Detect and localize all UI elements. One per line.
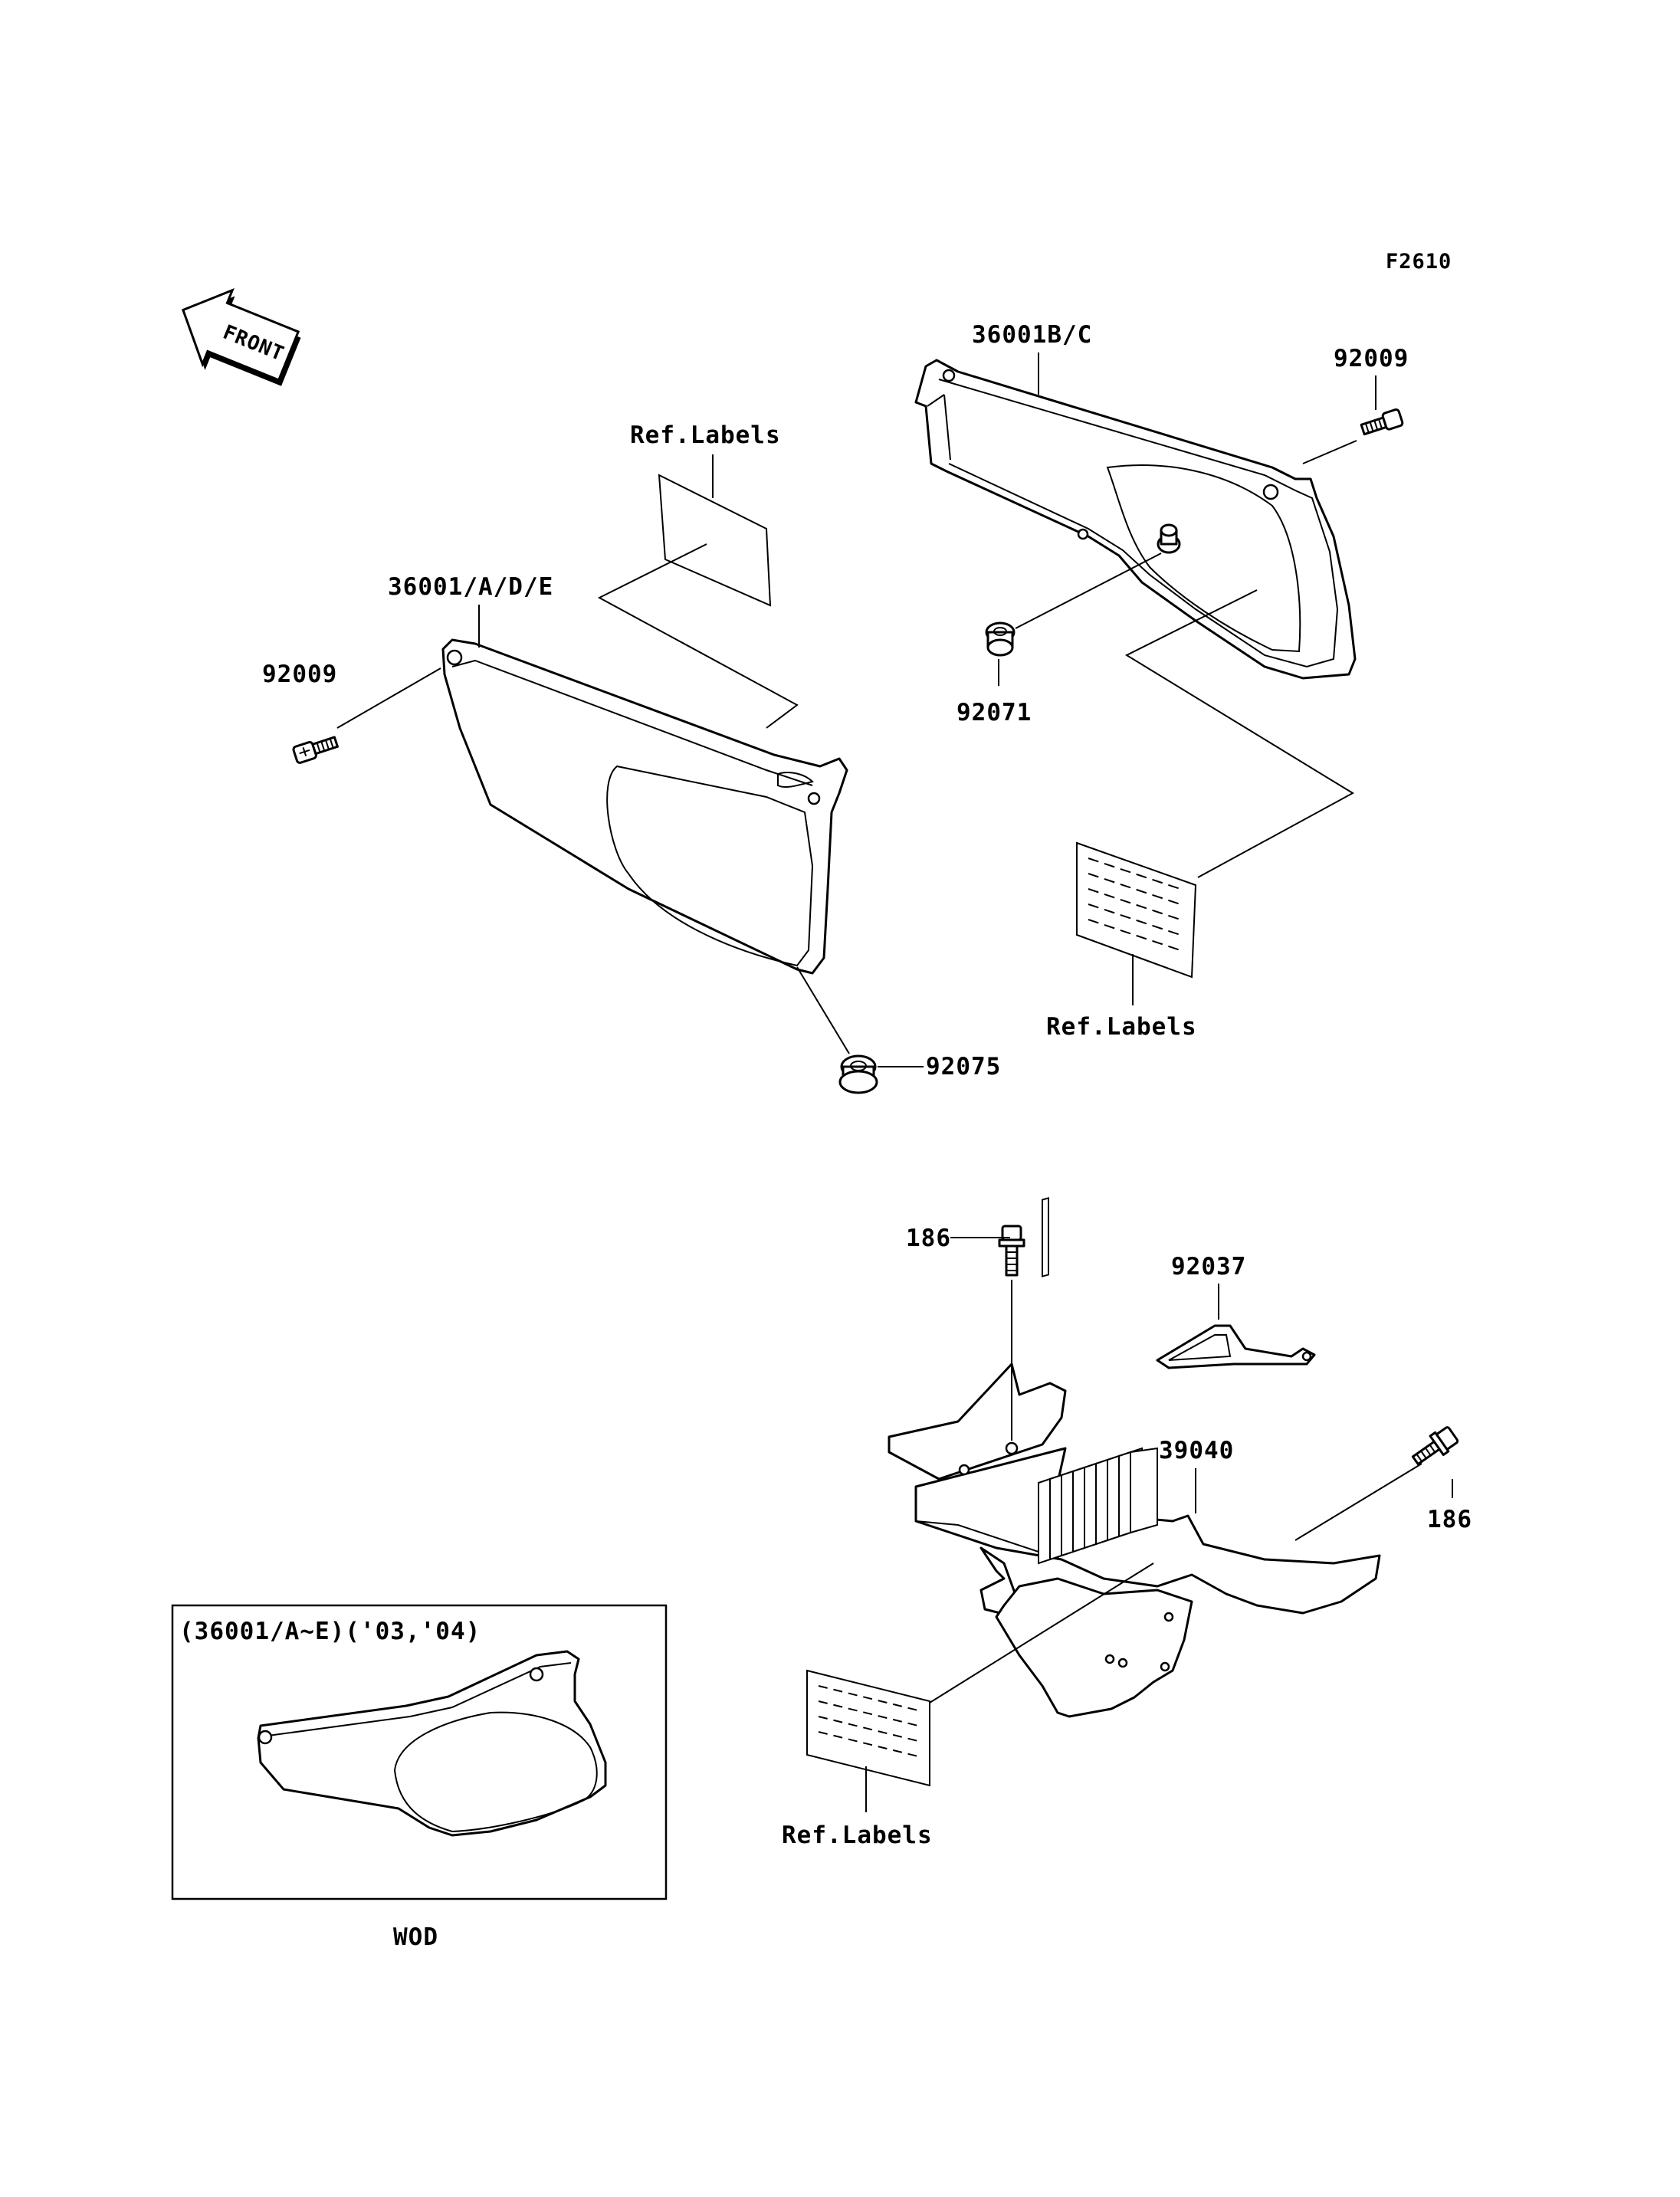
inset-side-cover [257,1650,607,1837]
left-side-cover [441,638,848,975]
bolt-upper-part-number: 186 [906,1225,951,1252]
cover-bottom-part-number: 39040 [1159,1437,1234,1464]
bottom-cover [888,1197,1381,1718]
figure-code: F2610 [1386,250,1452,274]
bolt-right-icon [1411,1426,1459,1466]
cover-right-part-number: 36001B/C [972,321,1092,349]
bottom-cover-ribs [1038,1447,1158,1565]
inset-caption: WOD [393,1923,438,1951]
ref-labels-upper-right [1076,841,1197,979]
clamp-icon [1156,1324,1316,1369]
inset-title: (36001/A~E)('03,'04) [179,1618,481,1645]
grommet-right-icon [985,621,1016,657]
screw-right-icon [1360,408,1404,436]
bolt-right-part-number: 186 [1427,1506,1472,1533]
grommet-right-part-number: 92071 [956,699,1032,726]
ref-labels-upper-left [658,474,772,607]
clamp-part-number: 92037 [1171,1253,1246,1280]
screw-right-part-number: 92009 [1334,345,1409,372]
front-direction-arrow-icon: FRONT [181,288,301,386]
ref-labels-upper-left-label: Ref.Labels [630,421,781,449]
bolt-upper-icon [998,1225,1025,1277]
screw-left-icon [292,736,339,764]
grommet-left-part-number: 92075 [926,1053,1001,1080]
right-cover-peg-icon [1157,523,1181,554]
ref-labels-bottom [806,1669,930,1787]
right-side-cover [914,359,1357,680]
ref-labels-upper-right-label: Ref.Labels [1046,1013,1197,1041]
ref-labels-bottom-label: Ref.Labels [782,1822,933,1849]
cover-left-part-number: 36001/A/D/E [388,573,553,601]
grommet-left-icon [838,1054,878,1094]
screw-left-part-number: 92009 [262,661,337,688]
